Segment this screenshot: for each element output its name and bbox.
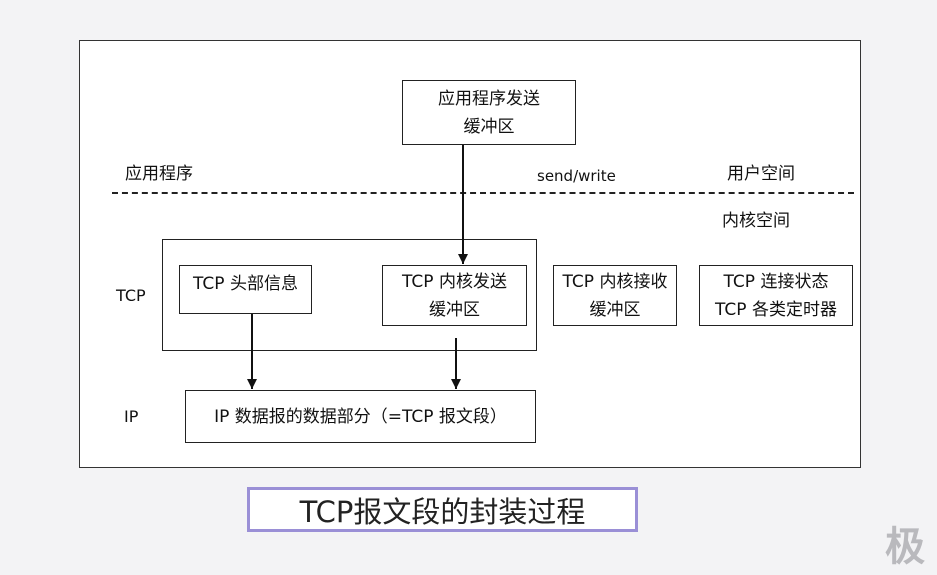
- ip-payload-box: IP 数据报的数据部分（=TCP 报文段）: [185, 390, 536, 443]
- tcp-state-line-2: TCP 各类定时器: [715, 299, 837, 320]
- user-kernel-boundary: [112, 192, 854, 194]
- tcp-send-buffer-line-2: 缓冲区: [429, 299, 480, 320]
- tcp-send-buffer-line-1: TCP 内核发送: [402, 271, 507, 292]
- tcp-header-text: TCP 头部信息: [193, 274, 298, 294]
- app-send-buffer-line-2: 缓冲区: [463, 116, 515, 137]
- tcp-layer-container: [162, 239, 537, 351]
- label-tcp: TCP: [116, 286, 146, 305]
- watermark: 极: [885, 524, 925, 570]
- tcp-recv-buffer-line-1: TCP 内核接收: [562, 271, 668, 292]
- tcp-recv-buffer-box: TCP 内核接收 缓冲区: [553, 265, 677, 326]
- label-ip: IP: [124, 407, 139, 426]
- tcp-state-timers-box: TCP 连接状态 TCP 各类定时器: [699, 265, 853, 326]
- app-send-buffer-line-1: 应用程序发送: [438, 88, 540, 109]
- label-kernel-space: 内核空间: [722, 211, 790, 231]
- tcp-send-buffer-box: TCP 内核发送 缓冲区: [382, 265, 527, 326]
- tcp-recv-buffer-line-2: 缓冲区: [589, 299, 641, 320]
- label-user-space: 用户空间: [727, 164, 795, 184]
- ip-payload-text: IP 数据报的数据部分（=TCP 报文段）: [214, 406, 507, 427]
- tcp-header-box: TCP 头部信息: [179, 265, 312, 314]
- tcp-state-line-1: TCP 连接状态: [723, 271, 829, 292]
- app-send-buffer-box: 应用程序发送 缓冲区: [402, 80, 576, 145]
- caption-title: TCP报文段的封装过程: [247, 487, 638, 532]
- label-send-write: send/write: [537, 167, 616, 185]
- label-app: 应用程序: [125, 164, 193, 184]
